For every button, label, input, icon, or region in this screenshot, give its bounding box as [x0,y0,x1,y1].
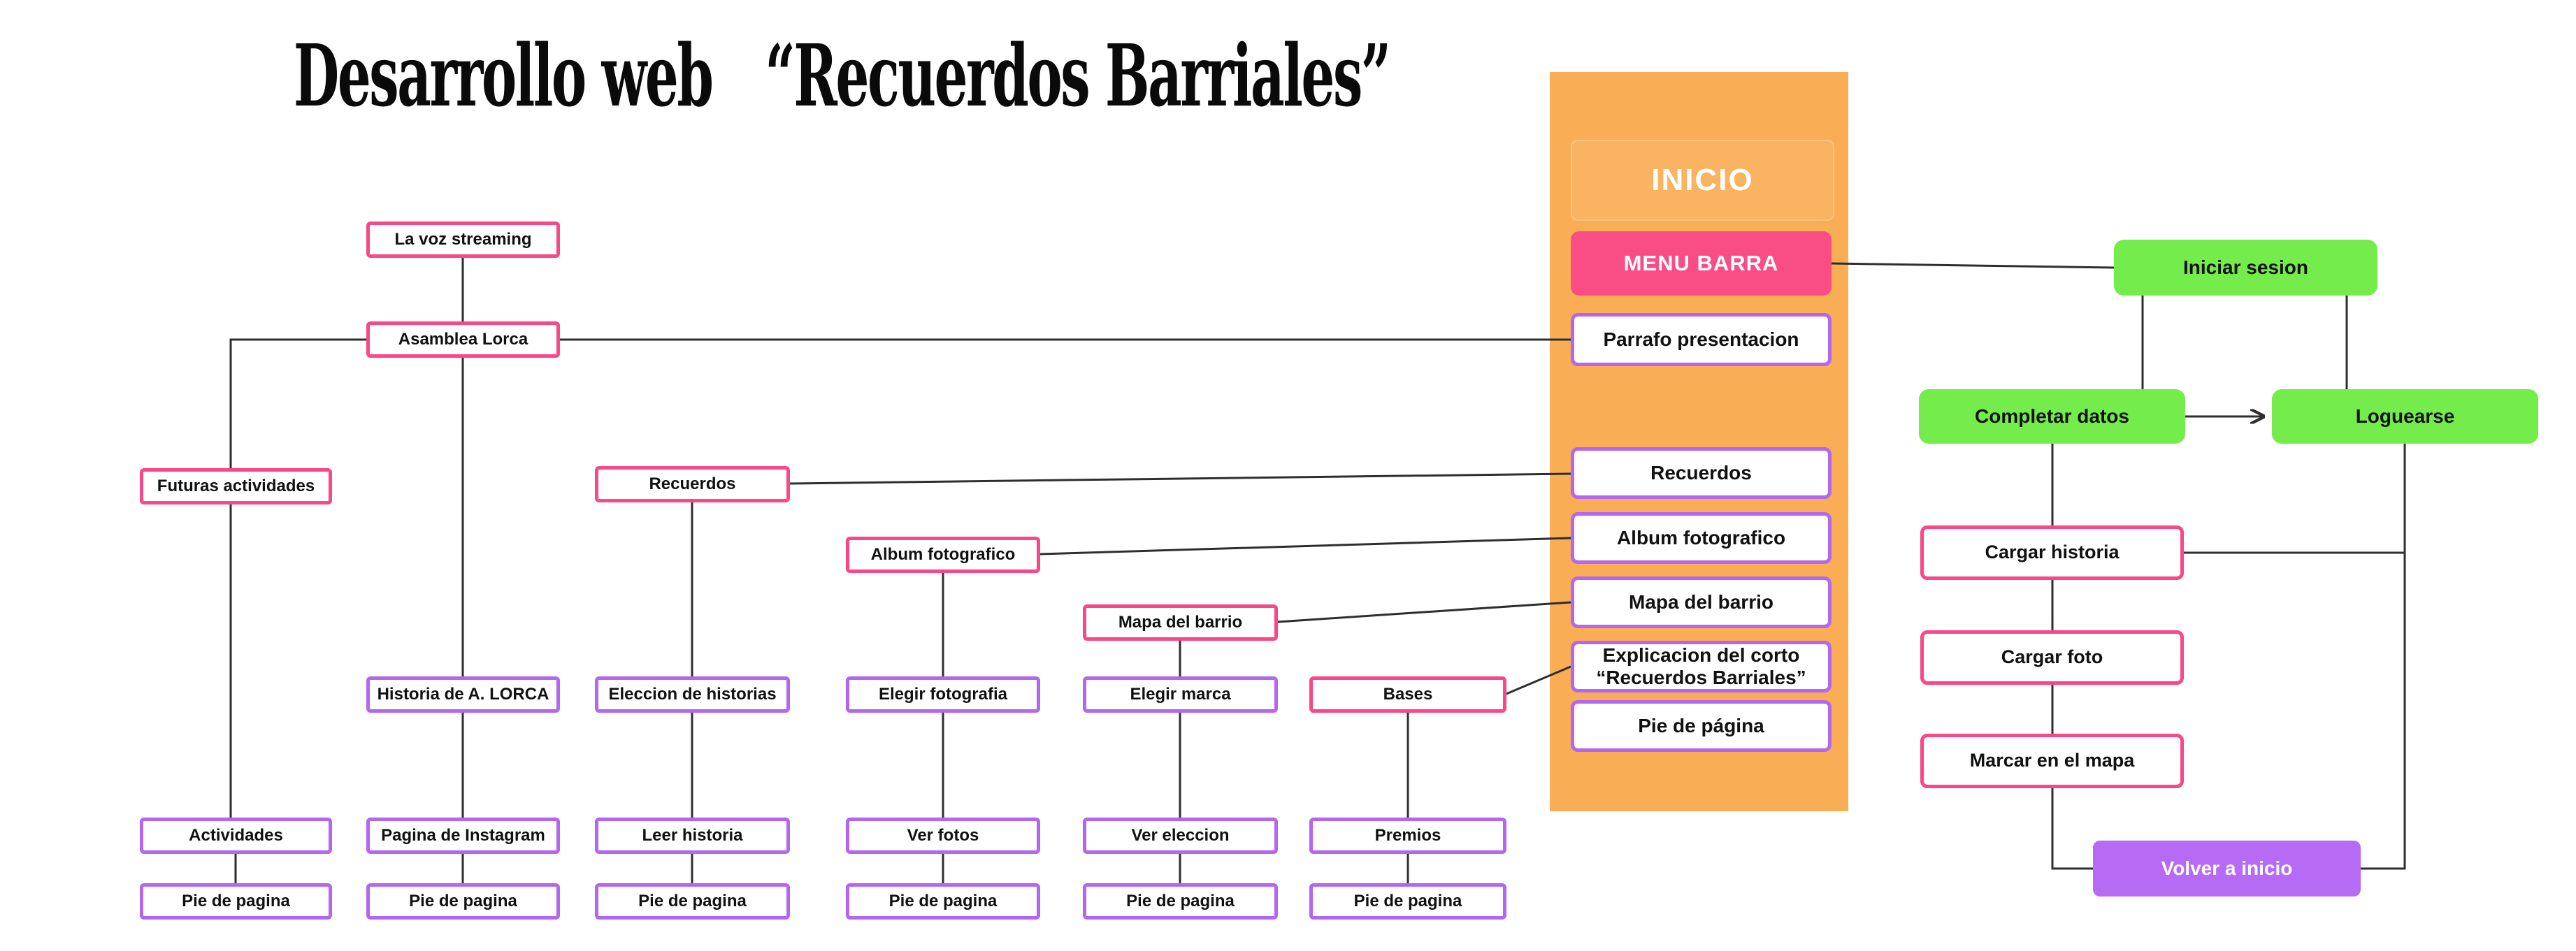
node-menu-barra[interactable]: MENU BARRA [1571,231,1832,296]
node-la-voz-streaming[interactable]: La voz streaming [366,222,560,258]
node-pie-6[interactable]: Pie de pagina [1309,883,1506,920]
page-title: Desarrollo web “Recuerdos Barriales” [294,27,1392,126]
node-bases[interactable]: Bases [1309,676,1506,713]
node-futuras-actividades[interactable]: Futuras actividades [140,468,332,504]
node-inicio-album[interactable]: Album fotografico [1571,512,1832,564]
node-pagina-instagram[interactable]: Pagina de Instagram [366,818,560,854]
node-album-fotografico[interactable]: Album fotografico [846,537,1040,573]
node-iniciar-sesion[interactable]: Iniciar sesion [2114,240,2377,296]
node-pie-5[interactable]: Pie de pagina [1083,883,1278,920]
connector-line [229,338,366,818]
node-historia-lorca[interactable]: Historia de A. LORCA [366,676,560,713]
connector-line [2051,788,2093,870]
node-inicio-pie[interactable]: Pie de página [1571,700,1832,752]
node-pie-4[interactable]: Pie de pagina [846,883,1040,920]
node-mapa-del-barrio[interactable]: Mapa del barrio [1083,604,1278,641]
connector-line [789,472,1571,485]
node-premios[interactable]: Premios [1309,818,1506,854]
connector-line [2361,444,2406,870]
node-pie-2[interactable]: Pie de pagina [366,883,560,920]
node-pie-1[interactable]: Pie de pagina [140,883,332,920]
node-inicio-recuerdos[interactable]: Recuerdos [1571,447,1832,499]
node-parrafo-presentacion[interactable]: Parrafo presentacion [1571,313,1832,366]
connector-line [1039,537,1571,556]
node-actividades[interactable]: Actividades [140,818,332,854]
node-cargar-historia[interactable]: Cargar historia [1920,525,2184,580]
inicio-panel-header: INICIO [1571,140,1834,221]
page-title-part1: Desarrollo web [294,27,714,126]
node-pie-3[interactable]: Pie de pagina [595,883,790,920]
connector-line [1277,601,1571,623]
node-ver-eleccion[interactable]: Ver eleccion [1083,818,1278,854]
node-loguearse[interactable]: Loguearse [2272,389,2538,444]
node-elegir-marca[interactable]: Elegir marca [1083,676,1278,713]
node-completar-datos[interactable]: Completar datos [1919,389,2185,444]
node-inicio-mapa[interactable]: Mapa del barrio [1571,576,1832,628]
node-cargar-foto[interactable]: Cargar foto [1920,630,2184,685]
node-elegir-fotografia[interactable]: Elegir fotografia [846,676,1040,713]
node-marcar-mapa[interactable]: Marcar en el mapa [1920,734,2184,788]
node-eleccion-historias[interactable]: Eleccion de historias [595,676,790,713]
node-ver-fotos[interactable]: Ver fotos [846,818,1040,854]
node-inicio-explicacion[interactable]: Explicacion del corto “Recuerdos Barrial… [1571,641,1832,692]
node-volver-inicio[interactable]: Volver a inicio [2093,841,2361,896]
connector-line [1831,262,2115,269]
node-recuerdos[interactable]: Recuerdos [595,466,790,502]
node-asamblea-lorca[interactable]: Asamblea Lorca [366,321,560,358]
inicio-panel-title: INICIO [1651,163,1754,197]
node-leer-historia[interactable]: Leer historia [595,818,790,854]
page-title-part2: “Recuerdos Barriales” [765,27,1392,126]
